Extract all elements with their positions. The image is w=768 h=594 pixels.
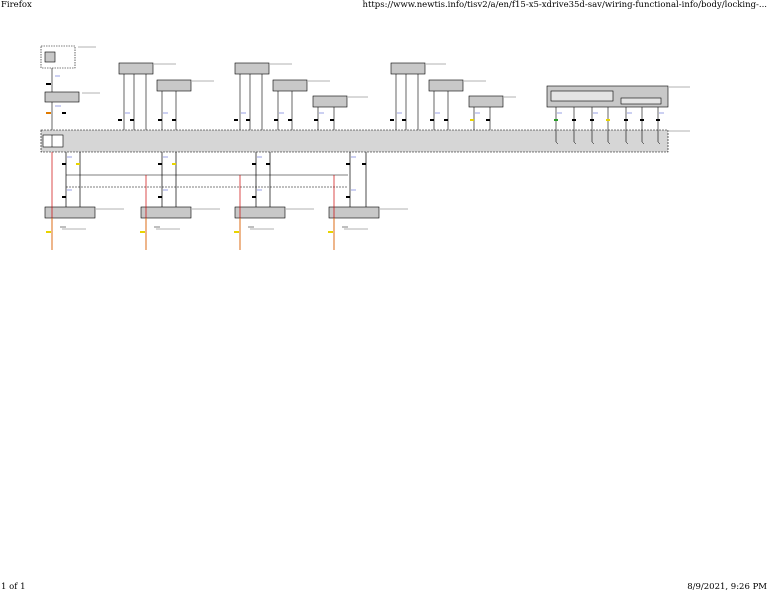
ground-symbols	[60, 141, 661, 228]
module-b1	[234, 62, 270, 75]
module-d3	[234, 206, 286, 219]
connector-pins-upper	[46, 83, 660, 121]
main-bus	[40, 129, 669, 153]
module-a1	[118, 62, 154, 75]
module-c2	[428, 79, 464, 92]
module-c1	[390, 62, 426, 75]
connector-pins-lower	[46, 163, 366, 233]
page-indicator: 1 of 1	[1, 582, 26, 592]
print-timestamp: 8/9/2021, 9:26 PM	[687, 582, 767, 592]
module-b3	[312, 95, 348, 108]
module-d2	[140, 206, 192, 219]
module-d1	[44, 206, 96, 219]
module-b2	[272, 79, 308, 92]
diagram-static	[40, 45, 669, 219]
module-left-small	[44, 91, 80, 103]
module-c3	[468, 95, 504, 108]
module-a2	[156, 79, 192, 92]
page-url[interactable]: https://www.newtis.info/tisv2/a/en/f15-x…	[362, 0, 767, 10]
wires-lower	[51, 152, 367, 250]
module-top-left	[40, 45, 76, 69]
label-marks	[55, 75, 664, 191]
browser-app-name: Firefox	[1, 0, 32, 10]
module-d4	[328, 206, 380, 219]
module-caption-marks	[62, 46, 690, 230]
